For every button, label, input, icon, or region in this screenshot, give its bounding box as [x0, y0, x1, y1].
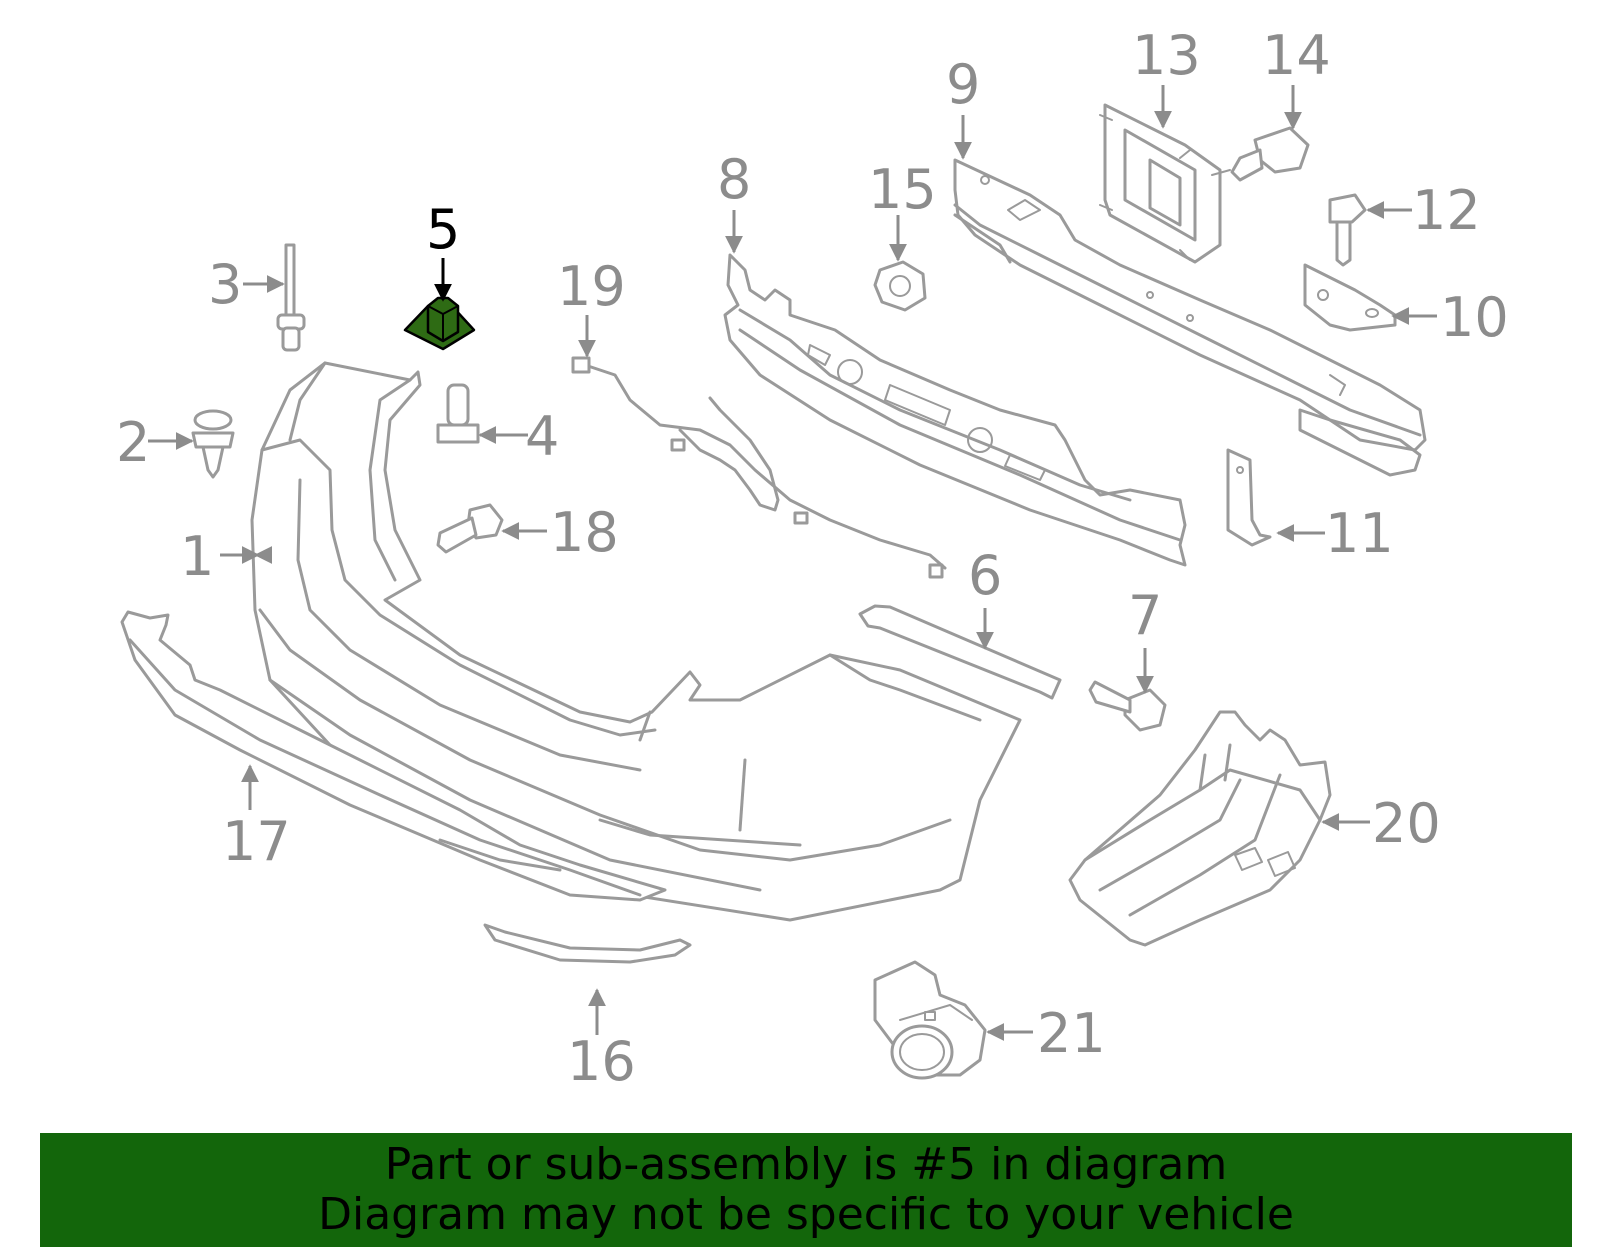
part-9-reinforcement-beam[interactable]	[953, 158, 1427, 477]
part-7-bolt[interactable]	[1088, 680, 1167, 732]
part-16-trim-strip[interactable]	[483, 923, 692, 964]
part-21-parking-sensor[interactable]	[873, 960, 987, 1080]
part-2-push-clip[interactable]	[191, 409, 235, 479]
leader-lines	[148, 85, 1437, 1041]
part-14-bolt[interactable]	[1230, 126, 1310, 182]
part-17-lower-diffuser[interactable]	[120, 610, 667, 902]
callout-3[interactable]: 3	[208, 253, 242, 316]
callout-11[interactable]: 11	[1325, 502, 1394, 565]
part-12-screw[interactable]	[1328, 193, 1367, 267]
callout-7[interactable]: 7	[1128, 584, 1162, 647]
banner-line-2: Diagram may not be specific to your vehi…	[318, 1189, 1294, 1240]
callout-15[interactable]: 15	[868, 158, 937, 221]
callout-1[interactable]: 1	[180, 525, 214, 588]
part-6-reflector-strip[interactable]	[858, 604, 1062, 700]
callout-10[interactable]: 10	[1440, 286, 1509, 349]
part-8-energy-absorber[interactable]	[723, 253, 1187, 567]
callout-17[interactable]: 17	[222, 810, 291, 873]
callout-2[interactable]: 2	[116, 411, 150, 474]
banner-line-1: Part or sub-assembly is #5 in diagram	[384, 1139, 1228, 1190]
callout-4[interactable]: 4	[525, 405, 559, 468]
callout-5[interactable]: 5	[426, 198, 460, 261]
part-15-nut[interactable]	[873, 260, 927, 312]
callout-16[interactable]: 16	[567, 1030, 636, 1093]
callout-labels: 1 2 3 4 5 6 7 8 9 10 11 12 13 14 15 16 1…	[116, 24, 1509, 1093]
part-4-bolt[interactable]	[436, 383, 480, 444]
info-banner: Part or sub-assembly is #5 in diagram Di…	[40, 1133, 1572, 1247]
part-18-bolt[interactable]	[436, 503, 504, 554]
callout-12[interactable]: 12	[1412, 179, 1481, 242]
callout-20[interactable]: 20	[1372, 792, 1441, 855]
callout-14[interactable]: 14	[1262, 24, 1331, 87]
callout-9[interactable]: 9	[946, 53, 980, 116]
part-1-bumper-cover[interactable]	[250, 361, 1022, 922]
part-13-bracket[interactable]	[1099, 103, 1231, 264]
part-3-rivet[interactable]	[276, 243, 306, 352]
callout-19[interactable]: 19	[557, 255, 626, 318]
parts-diagram: 1 2 3 4 5 6 7 8 9 10 11 12 13 14 15 16 1…	[116, 24, 1509, 1093]
part-5-highlighted[interactable]	[403, 296, 476, 351]
part-10-bracket[interactable]	[1303, 263, 1397, 332]
part-20-splash-shield[interactable]	[1068, 710, 1332, 947]
callout-8[interactable]: 8	[717, 148, 751, 211]
callout-13[interactable]: 13	[1132, 24, 1201, 87]
callout-21[interactable]: 21	[1037, 1002, 1106, 1065]
callout-6[interactable]: 6	[968, 544, 1002, 607]
callout-18[interactable]: 18	[550, 501, 619, 564]
part-11-bracket[interactable]	[1226, 448, 1272, 547]
part-19-wiring-harness[interactable]	[571, 356, 947, 579]
